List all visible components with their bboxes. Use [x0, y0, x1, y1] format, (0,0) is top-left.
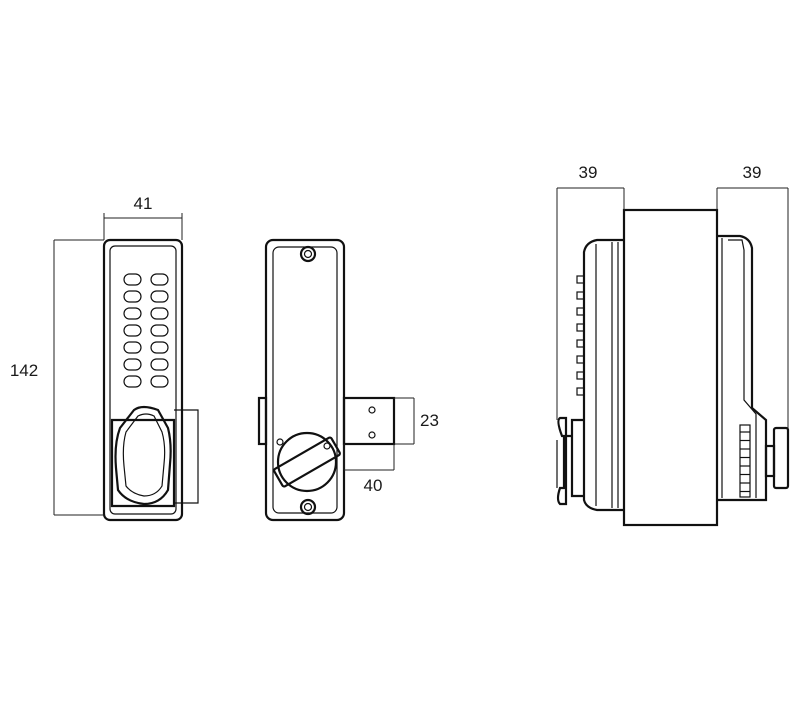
side-left-knob [556, 416, 572, 506]
side-key [576, 387, 585, 396]
back-dimensions: 23 40 [343, 397, 439, 495]
front-view [102, 238, 199, 522]
back-bolt [342, 396, 396, 446]
side-keypad-buttons [576, 275, 585, 396]
side-left-depth-label: 39 [579, 163, 598, 182]
back-top-screw-inner [303, 249, 313, 259]
keypad-button [123, 341, 142, 354]
keypad-button [123, 273, 142, 286]
back-inner-plate [272, 246, 338, 514]
keypad-button [123, 375, 142, 388]
front-height-label: 142 [10, 361, 38, 380]
side-view [556, 208, 790, 527]
keypad-button [150, 375, 169, 388]
side-right-unit-body [717, 234, 768, 502]
side-key [576, 371, 585, 380]
front-handle-knob [114, 405, 172, 506]
keypad [123, 273, 169, 388]
side-key [576, 307, 585, 316]
keypad-button [123, 358, 142, 371]
back-bottom-screw [299, 498, 317, 516]
keypad-button [150, 307, 169, 320]
side-key [576, 355, 585, 364]
keypad-button [150, 324, 169, 337]
side-key [576, 323, 585, 332]
back-outer-plate [264, 238, 346, 522]
keypad-button [150, 358, 169, 371]
front-inner-plate [109, 245, 177, 515]
bolt-height-label: 23 [420, 411, 439, 430]
side-right-grille [739, 424, 751, 498]
keypad-button [150, 273, 169, 286]
back-bottom-screw-inner [303, 502, 313, 512]
side-right-grille-lines [740, 431, 750, 493]
front-dimensions: 41 142 [10, 194, 183, 516]
keypad-button [123, 324, 142, 337]
keypad-button [123, 307, 142, 320]
front-handle-frame [110, 418, 176, 508]
front-width-label: 41 [134, 194, 153, 213]
front-handle-knob-inner [122, 413, 166, 497]
side-key [576, 291, 585, 300]
back-bolt-hole-top [368, 406, 376, 414]
side-key [576, 275, 585, 284]
keypad-button [150, 341, 169, 354]
back-top-screw [299, 245, 317, 263]
side-door-section [622, 208, 719, 527]
back-bolt-hole-bottom [368, 431, 376, 439]
side-right-depth-label: 39 [743, 163, 762, 182]
front-outer-plate [102, 238, 184, 522]
back-indicator-dot [276, 438, 284, 446]
side-right-knob-neck [764, 444, 776, 478]
back-turn-knob-handle [273, 436, 341, 488]
bolt-projection-label: 40 [364, 476, 383, 495]
side-right-unit-inner [728, 239, 757, 498]
side-left-knob-neck [570, 418, 584, 498]
back-turn-knob-dial [276, 431, 338, 493]
front-bolt-outline [174, 409, 199, 504]
side-key [576, 339, 585, 348]
side-dimensions: 39 39 [556, 163, 789, 428]
back-latch-bracket [257, 396, 268, 446]
side-right-knob [772, 426, 790, 490]
back-knob-dot [323, 442, 331, 450]
back-view [257, 238, 396, 522]
keypad-button [123, 290, 142, 303]
keypad-button [150, 290, 169, 303]
